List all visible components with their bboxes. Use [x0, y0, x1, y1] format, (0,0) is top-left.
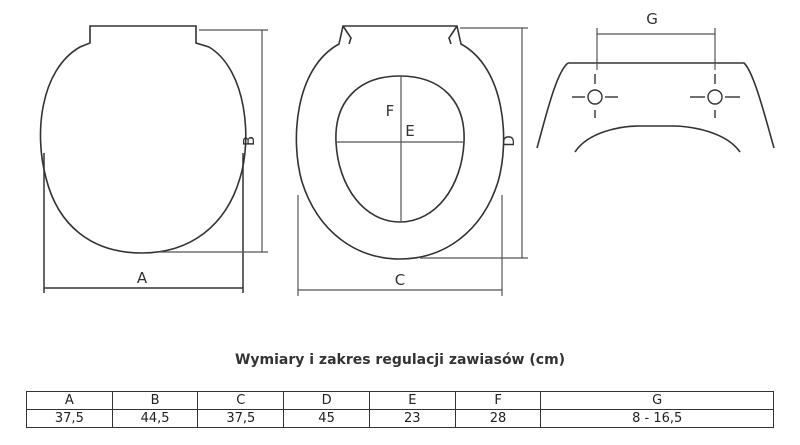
- value-cell: 44,5: [111, 409, 199, 428]
- value-cell: 23: [368, 409, 456, 428]
- table-value-row: 37,5 44,5 37,5 45 23 28 8 - 16,5: [26, 409, 774, 428]
- label-g: G: [646, 10, 658, 28]
- value-cell: 37,5: [197, 409, 285, 428]
- table-header-row: A B C D E F G: [26, 391, 774, 410]
- dimension-b: [160, 29, 268, 253]
- lid-outline: [39, 25, 247, 254]
- label-d: D: [500, 135, 518, 147]
- label-f: F: [386, 102, 395, 120]
- header-cell: A: [26, 391, 113, 410]
- value-cell: 8 - 16,5: [540, 409, 774, 428]
- header-cell: E: [368, 391, 456, 410]
- dimension-e-f: [337, 77, 463, 221]
- value-cell: 28: [454, 409, 542, 428]
- value-cell: 45: [283, 409, 370, 428]
- header-cell: F: [454, 391, 542, 410]
- seat-outline: [295, 25, 505, 260]
- label-c: C: [395, 271, 405, 289]
- hinge-bracket: [536, 62, 775, 153]
- toilet-seat-diagram: A B F E C D: [39, 10, 775, 296]
- dimension-a: [43, 153, 244, 293]
- value-cell: 37,5: [26, 409, 113, 428]
- dimension-g: [596, 28, 716, 70]
- label-e: E: [405, 122, 414, 140]
- label-a: A: [137, 269, 148, 287]
- dimensions-table: A B C D E F G 37,5 44,5 37,5 45 23 28 8 …: [26, 391, 774, 428]
- label-b: B: [240, 136, 258, 146]
- table-caption: Wymiary i zakres regulacji zawiasów (cm): [234, 352, 566, 368]
- hinge-holes: [572, 74, 740, 118]
- header-cell: C: [197, 391, 285, 410]
- header-cell: D: [283, 391, 370, 410]
- dimension-d: [420, 27, 528, 259]
- header-cell: B: [111, 391, 199, 410]
- header-cell: G: [540, 391, 774, 410]
- dimension-c: [297, 195, 503, 296]
